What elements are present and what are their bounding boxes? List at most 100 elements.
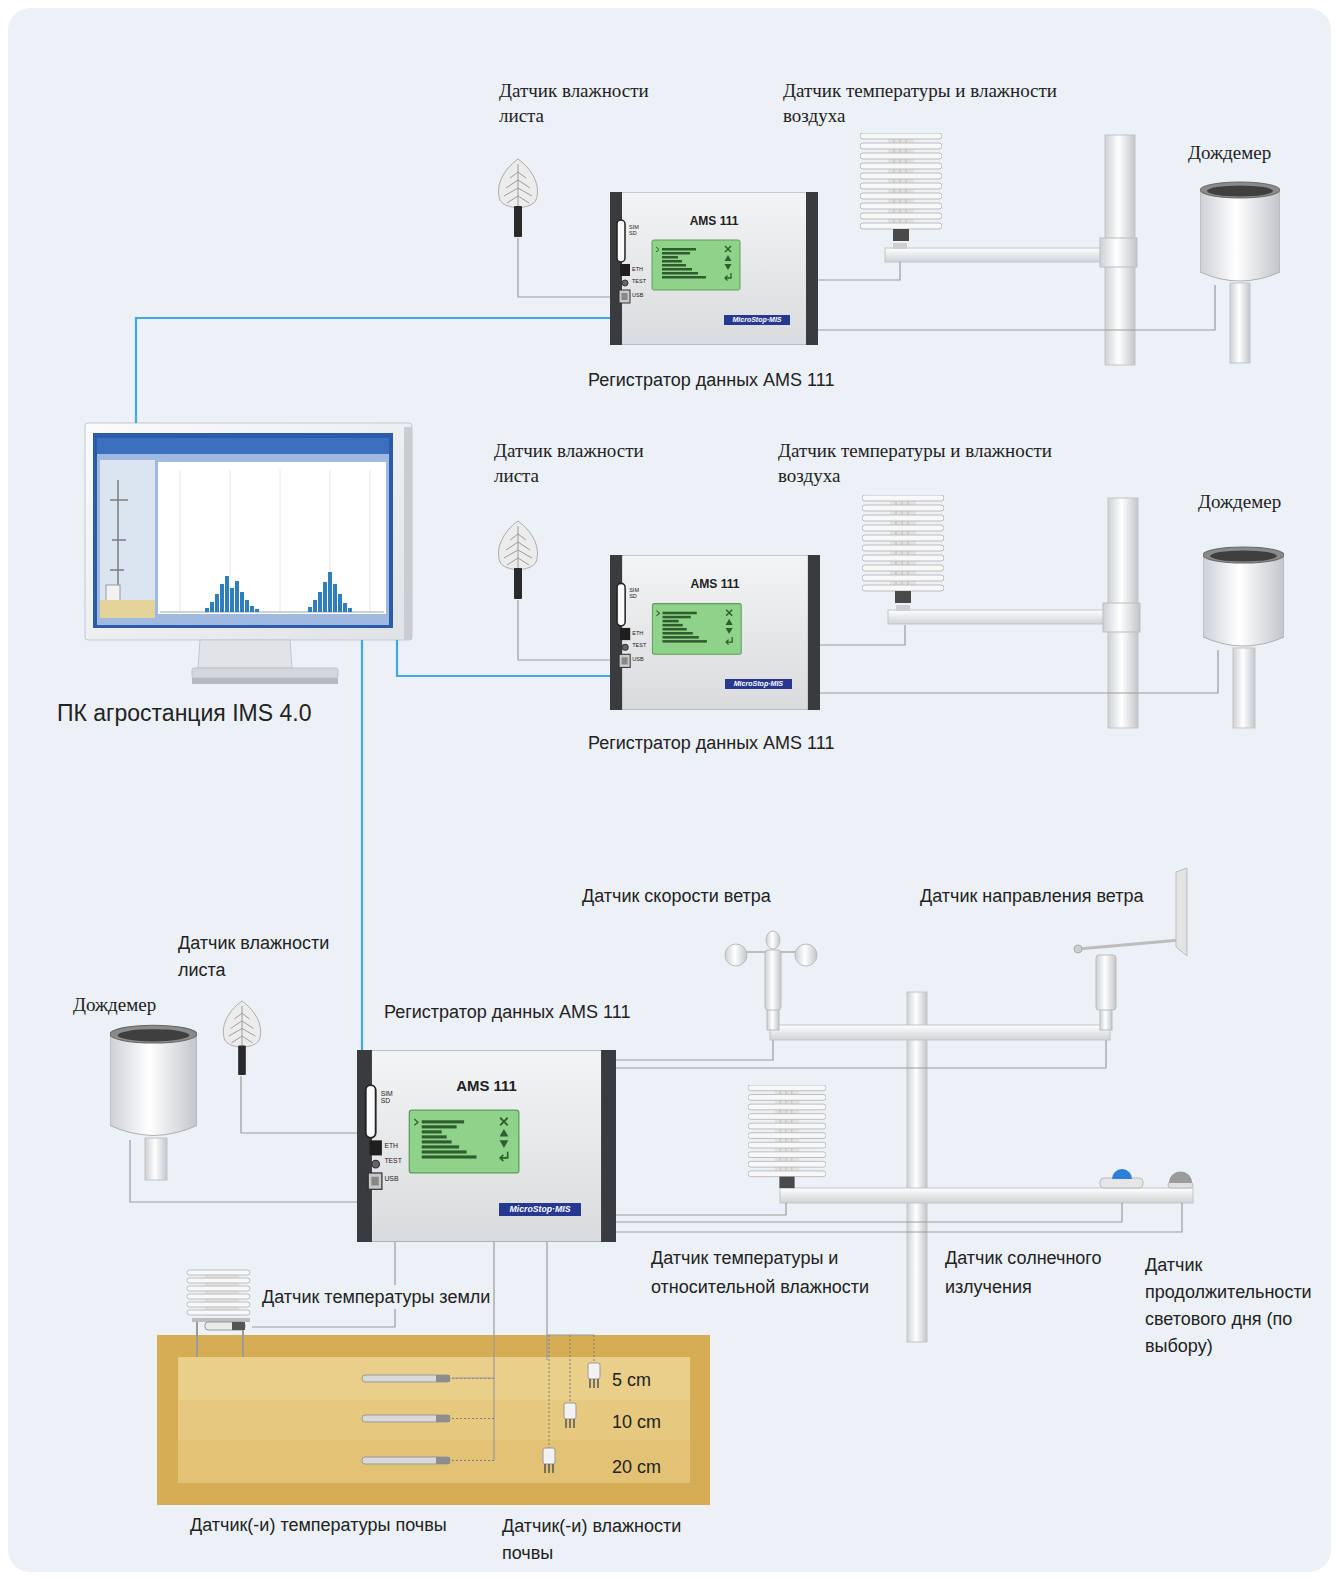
soil-moisture-probes bbox=[543, 1448, 555, 1464]
pc-monitor bbox=[198, 640, 292, 668]
logger-caption: Регистратор данных AMS 111 bbox=[384, 1001, 630, 1023]
anemometer: Датчик скорости ветра bbox=[724, 928, 820, 1040]
sensor-cable bbox=[616, 1040, 773, 1060]
port-label: USB bbox=[632, 292, 643, 298]
pc-monitor bbox=[250, 606, 254, 612]
sensor-group-3 bbox=[766, 931, 780, 949]
sensor-cable bbox=[818, 285, 1215, 330]
pc-monitor bbox=[225, 576, 229, 612]
pc-monitor bbox=[220, 584, 224, 612]
pc-monitor bbox=[348, 608, 352, 612]
sensor-cable bbox=[820, 625, 905, 645]
depth-label: 20 cm bbox=[612, 1456, 661, 1478]
pc-monitor bbox=[192, 668, 338, 678]
soil-moisture-probes bbox=[590, 1379, 598, 1388]
leaf-wetness-sensor: Датчик влажности листа bbox=[495, 520, 541, 600]
brand-logo: MicroStop·MIS bbox=[499, 1203, 581, 1215]
logger-housings bbox=[610, 192, 818, 345]
sensor-group-3 bbox=[145, 1138, 167, 1180]
pc-monitor bbox=[85, 423, 412, 640]
logger-housings bbox=[357, 192, 820, 1242]
pc-monitor bbox=[343, 603, 347, 612]
soil-temperature-probes bbox=[436, 1415, 450, 1422]
port-label: SIM SD bbox=[629, 225, 643, 236]
soil-temperature-sensor: Датчик(-и) температуры почвы bbox=[360, 1370, 452, 1468]
brand-logo: MicroStop·MIS bbox=[724, 315, 790, 325]
sensor-group-2 bbox=[1203, 547, 1284, 646]
soil-moisture-probes bbox=[564, 1403, 576, 1419]
rain-gauge: Дождемер bbox=[110, 1023, 197, 1140]
pc-monitor bbox=[240, 592, 244, 612]
ground-temperature-shield bbox=[187, 1302, 250, 1307]
leaf-wetness-sensor: Датчик влажности листа bbox=[495, 158, 541, 238]
pc-monitor bbox=[180, 470, 370, 612]
logger-caption: Регистратор данных AMS 111 bbox=[588, 732, 834, 754]
soil bbox=[178, 1400, 690, 1440]
soil-temperature-probes bbox=[452, 1379, 494, 1461]
sensor-label: Датчик температуры и влажности воздуха bbox=[783, 78, 1103, 128]
logger-model: AMS 111 bbox=[610, 214, 818, 228]
pc-monitor bbox=[323, 582, 327, 612]
sensor-label: Датчик продолжительности светового дня (… bbox=[1145, 1252, 1335, 1360]
soil-temperature-probes bbox=[362, 1375, 450, 1382]
sensor-cable bbox=[616, 1203, 1122, 1222]
data-logger: AMS 111SIM SDETHTESTUSBMicroStop·MISРеги… bbox=[357, 1050, 616, 1242]
depth-label: 10 cm bbox=[612, 1411, 661, 1433]
sensor-group-2 bbox=[1233, 648, 1255, 728]
sensor-label: Дождемер bbox=[1198, 489, 1281, 514]
port-label: ETH bbox=[632, 266, 643, 272]
pc-monitor bbox=[158, 462, 386, 614]
pc-monitor bbox=[110, 480, 128, 600]
ground-temperature-shield bbox=[192, 1318, 250, 1322]
ground-temperature-shield bbox=[187, 1294, 250, 1299]
ground-temperature-shield bbox=[205, 1322, 245, 1330]
brand-logo: MicroStop·MIS bbox=[725, 679, 792, 689]
ground-temperature-shield bbox=[187, 1286, 250, 1291]
sensor-group-3 bbox=[1096, 955, 1116, 1010]
rain-gauge: Дождемер bbox=[1203, 545, 1284, 650]
sensor-label: Датчик температуры земли bbox=[260, 1285, 492, 1309]
soil bbox=[178, 1440, 690, 1483]
logger-model: AMS 111 bbox=[357, 1077, 616, 1094]
data-logger: AMS 111SIM SDETHTESTUSBMicroStop·MISРеги… bbox=[610, 192, 818, 345]
ground-temperature-shield bbox=[187, 1270, 250, 1357]
network-link bbox=[397, 640, 610, 676]
soil-moisture-probes bbox=[566, 1419, 574, 1428]
sensor-group-3 bbox=[110, 868, 1193, 1342]
pc-monitor bbox=[235, 581, 239, 612]
pc-monitor bbox=[338, 594, 342, 612]
pc-monitor bbox=[210, 602, 214, 612]
sensor-cable bbox=[818, 262, 900, 280]
sensor-label: Датчик влажности листа bbox=[178, 930, 353, 984]
sensor-group-3 bbox=[1078, 940, 1180, 949]
soil-temperature-probes bbox=[436, 1457, 450, 1464]
network-link bbox=[136, 318, 610, 423]
sensor-label: Датчик скорости ветра bbox=[582, 884, 771, 908]
sensor-group-1 bbox=[1230, 283, 1250, 363]
pc-monitor bbox=[333, 584, 337, 612]
sensor-group-3 bbox=[725, 944, 747, 966]
pc-monitor bbox=[205, 608, 209, 612]
pc-monitor bbox=[192, 678, 338, 684]
leaf-wetness-sensor: Датчик влажности листа bbox=[220, 1000, 264, 1076]
sensor-group-3 bbox=[767, 1008, 779, 1030]
sensor-label: Дождемер bbox=[1188, 140, 1271, 165]
sensor-label: Датчик направления ветра bbox=[920, 884, 1144, 908]
pc-monitor bbox=[404, 427, 412, 640]
logger-caption: Регистратор данных AMS 111 bbox=[588, 369, 834, 391]
depth-label: 5 cm bbox=[612, 1369, 651, 1391]
port-label: TEST bbox=[632, 278, 646, 284]
sensor-group-3 bbox=[223, 1001, 260, 1075]
sensor-group-1 bbox=[1100, 238, 1137, 267]
sensor-group-1 bbox=[1200, 182, 1280, 281]
sensor-group-3 bbox=[1176, 868, 1187, 956]
pc-monitor bbox=[97, 438, 389, 625]
sensor-cable bbox=[518, 600, 610, 660]
sensor-group-1 bbox=[499, 133, 1280, 365]
sensor-label: Дождемер bbox=[73, 992, 156, 1017]
soil bbox=[157, 1335, 710, 1505]
sensor-group-3 bbox=[770, 1025, 1110, 1040]
air-sensor: Датчик температуры и влажности воздуха bbox=[862, 495, 944, 625]
